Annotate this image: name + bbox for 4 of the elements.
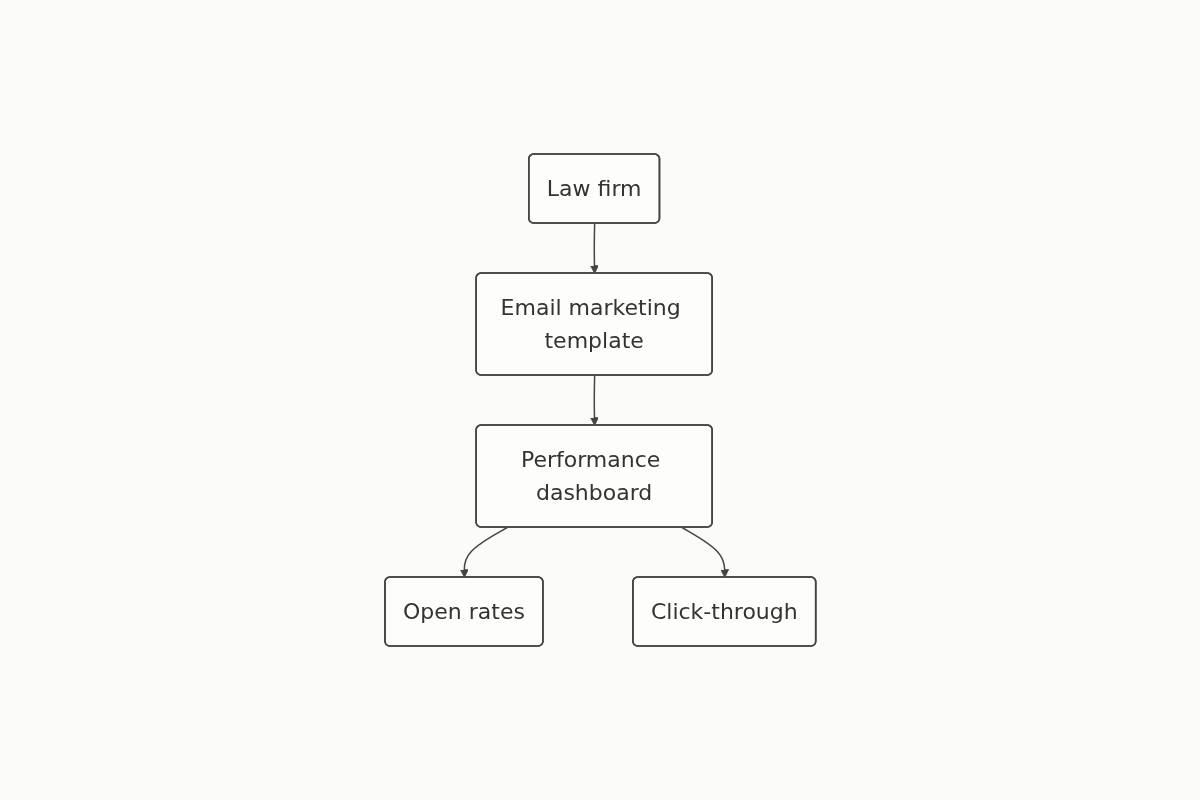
arrow [589,374,599,426]
arrow [680,526,729,578]
arrow [589,222,599,274]
arrow [459,526,508,578]
